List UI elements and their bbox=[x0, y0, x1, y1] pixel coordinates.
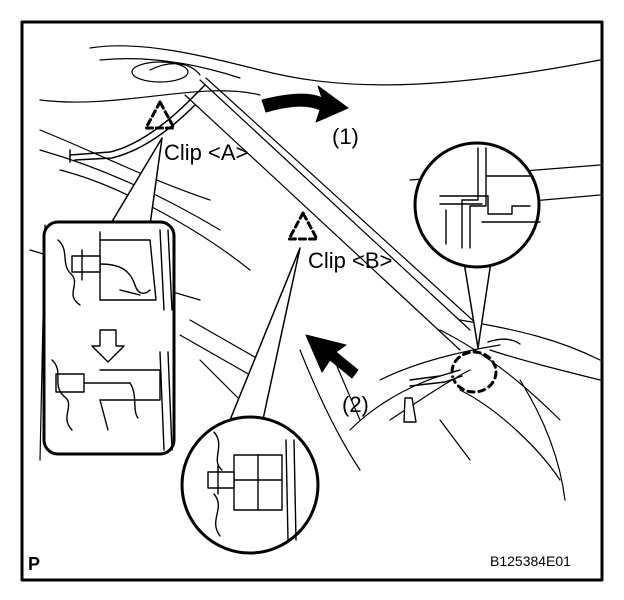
clip-b-section-inset bbox=[413, 141, 541, 269]
clip-b-marker bbox=[287, 211, 319, 241]
trim-edge bbox=[69, 84, 206, 163]
direction-arrow-1 bbox=[261, 85, 349, 123]
figure-code: B125384E01 bbox=[490, 553, 571, 569]
clip-b-label: Clip <B> bbox=[308, 248, 393, 273]
clip-a-marker bbox=[144, 100, 176, 130]
inset-down-arrow bbox=[91, 329, 125, 363]
step-2-label: (2) bbox=[342, 392, 369, 417]
clip-b-detail-inset bbox=[180, 415, 320, 555]
clip-b-part bbox=[403, 338, 521, 423]
clip-a-label: Clip <A> bbox=[164, 140, 249, 165]
corner-mark: P bbox=[28, 554, 41, 574]
clip-a-detail-inset bbox=[42, 220, 176, 456]
step-1-label: (1) bbox=[332, 124, 359, 149]
direction-arrow-2 bbox=[305, 334, 359, 379]
